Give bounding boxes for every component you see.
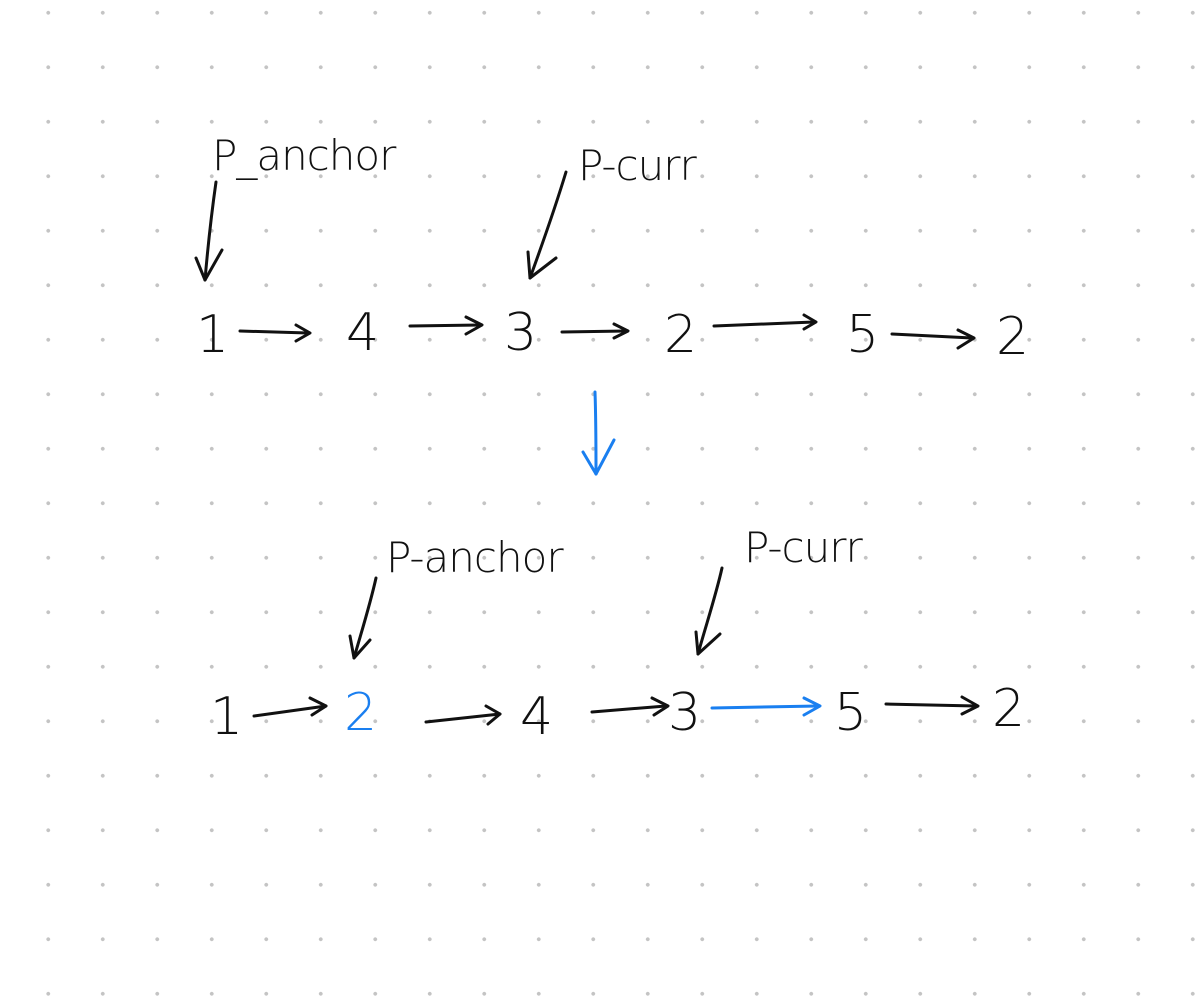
before-link-arrow-3 xyxy=(560,322,630,340)
before-node-5: 5 xyxy=(846,305,879,365)
before-node-4: 2 xyxy=(664,305,697,365)
after-link-arrow-1 xyxy=(252,696,328,718)
before-anchor-pointer-arrow xyxy=(194,180,224,282)
after-curr-label: P-curr xyxy=(744,523,864,572)
before-state: P_anchor P-curr 1 4 3 2 5 2 xyxy=(194,131,1029,367)
before-link-arrow-2 xyxy=(408,315,484,336)
after-link-arrow-4-highlighted xyxy=(710,696,822,717)
before-link-arrow-4 xyxy=(712,313,818,331)
after-link-arrow-5 xyxy=(884,695,980,716)
after-link-arrow-3 xyxy=(590,696,670,717)
after-node-2: 2 xyxy=(344,683,377,743)
before-curr-label: P-curr xyxy=(578,141,698,190)
after-node-4: 3 xyxy=(668,683,701,743)
after-node-3: 4 xyxy=(520,687,553,747)
before-node-3: 3 xyxy=(504,303,537,363)
after-anchor-pointer-arrow xyxy=(348,576,378,660)
before-anchor-label: P_anchor xyxy=(212,131,397,180)
before-node-6: 2 xyxy=(996,307,1029,367)
before-node-1: 1 xyxy=(196,305,229,365)
after-node-5: 5 xyxy=(834,683,867,743)
transition-arrow xyxy=(581,390,616,476)
after-anchor-label: P-anchor xyxy=(386,533,564,582)
after-curr-pointer-arrow xyxy=(694,566,724,656)
after-link-arrow-2 xyxy=(424,704,502,726)
before-link-arrow-5 xyxy=(890,328,976,350)
before-curr-pointer-arrow xyxy=(526,170,568,280)
after-node-1: 1 xyxy=(210,687,243,747)
after-node-6: 2 xyxy=(992,679,1025,739)
before-node-2: 4 xyxy=(346,303,379,363)
before-link-arrow-1 xyxy=(238,323,312,343)
after-state: P-anchor P-curr 1 2 4 3 5 2 xyxy=(210,523,1025,747)
